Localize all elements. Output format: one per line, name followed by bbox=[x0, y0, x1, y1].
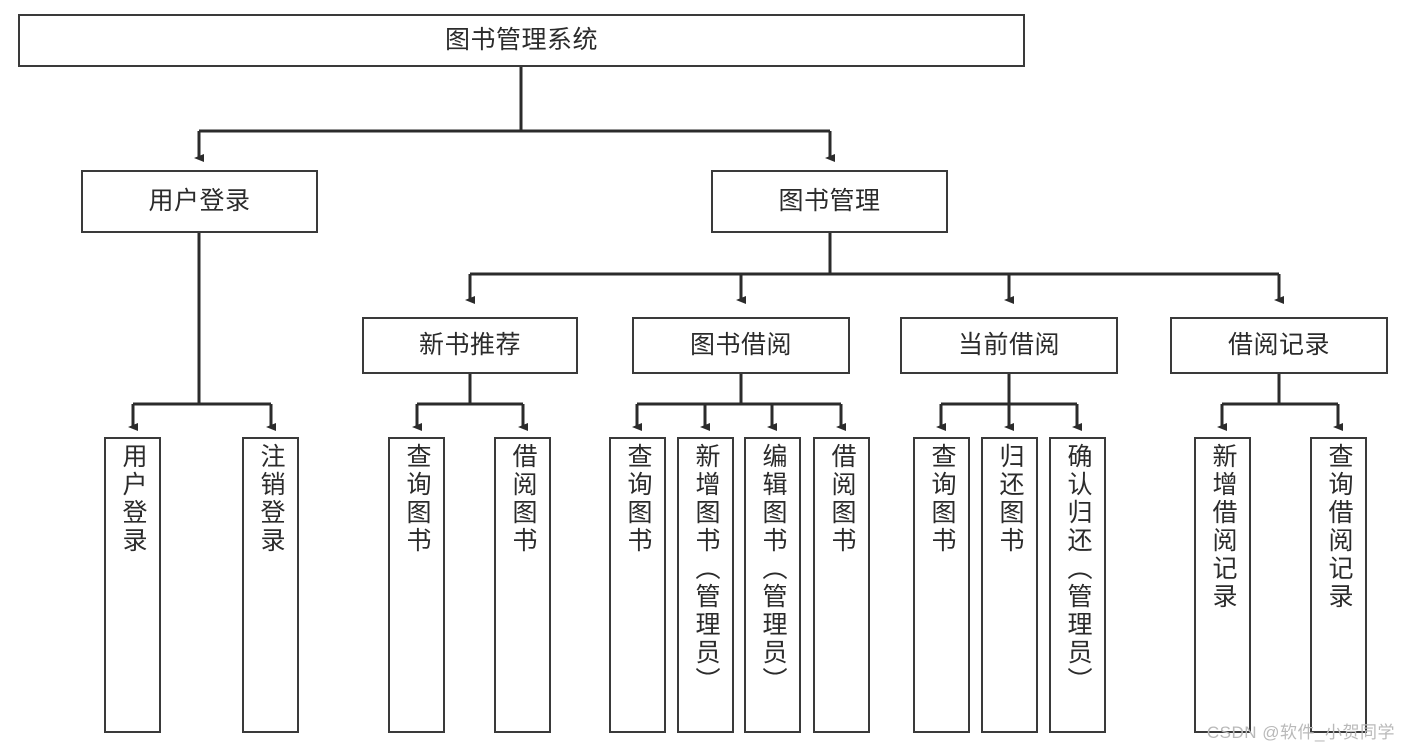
leaf-confirm-return-admin[interactable]: 确认归还（管理员） bbox=[1049, 437, 1106, 733]
leaf-return-book-label: 归还图书 bbox=[996, 443, 1024, 555]
node-root-label: 图书管理系统 bbox=[444, 25, 598, 54]
node-new-book-recommend-label: 新书推荐 bbox=[418, 330, 521, 359]
node-new-book-recommend[interactable]: 新书推荐 bbox=[362, 317, 578, 374]
leaf-add-book-admin-label: 新增图书（管理员） bbox=[692, 443, 720, 695]
leaf-query-book-borrow[interactable]: 查询图书 bbox=[609, 437, 666, 733]
leaf-edit-book-admin[interactable]: 编辑图书（管理员） bbox=[744, 437, 801, 733]
leaf-query-borrow-record-label: 查询借阅记录 bbox=[1325, 443, 1353, 611]
leaf-query-book-current[interactable]: 查询图书 bbox=[913, 437, 970, 733]
node-current-borrow[interactable]: 当前借阅 bbox=[900, 317, 1118, 374]
node-root[interactable]: 图书管理系统 bbox=[18, 14, 1025, 67]
leaf-borrow-book[interactable]: 借阅图书 bbox=[813, 437, 870, 733]
leaf-query-book-borrow-label: 查询图书 bbox=[624, 443, 652, 555]
leaf-borrow-book-label: 借阅图书 bbox=[828, 443, 856, 555]
leaf-confirm-return-admin-label: 确认归还（管理员） bbox=[1064, 443, 1092, 695]
leaf-edit-book-admin-label: 编辑图书（管理员） bbox=[759, 443, 787, 695]
leaf-add-book-admin[interactable]: 新增图书（管理员） bbox=[677, 437, 734, 733]
node-borrow-record[interactable]: 借阅记录 bbox=[1170, 317, 1388, 374]
leaf-query-book-recommend[interactable]: 查询图书 bbox=[388, 437, 445, 733]
leaf-borrow-book-recommend[interactable]: 借阅图书 bbox=[494, 437, 551, 733]
leaf-return-book[interactable]: 归还图书 bbox=[981, 437, 1038, 733]
node-borrow-record-label: 借阅记录 bbox=[1227, 330, 1330, 359]
leaf-user-login[interactable]: 用户登录 bbox=[104, 437, 161, 733]
leaf-add-borrow-record[interactable]: 新增借阅记录 bbox=[1194, 437, 1251, 733]
leaf-user-login-label: 用户登录 bbox=[119, 443, 147, 555]
node-book-management-label: 图书管理 bbox=[778, 186, 881, 215]
node-book-management[interactable]: 图书管理 bbox=[711, 170, 948, 233]
leaf-borrow-book-recommend-label: 借阅图书 bbox=[509, 443, 537, 555]
node-user-login[interactable]: 用户登录 bbox=[81, 170, 318, 233]
leaf-query-borrow-record[interactable]: 查询借阅记录 bbox=[1310, 437, 1367, 733]
leaf-query-book-recommend-label: 查询图书 bbox=[403, 443, 431, 555]
node-book-borrow-label: 图书借阅 bbox=[689, 330, 792, 359]
leaf-add-borrow-record-label: 新增借阅记录 bbox=[1209, 443, 1237, 611]
node-current-borrow-label: 当前借阅 bbox=[957, 330, 1060, 359]
leaf-query-book-current-label: 查询图书 bbox=[928, 443, 956, 555]
leaf-logout-label: 注销登录 bbox=[257, 443, 285, 555]
node-book-borrow[interactable]: 图书借阅 bbox=[632, 317, 850, 374]
csdn-watermark: CSDN @软件_小贺同学 bbox=[1206, 723, 1395, 742]
leaf-logout[interactable]: 注销登录 bbox=[242, 437, 299, 733]
node-user-login-label: 用户登录 bbox=[148, 186, 251, 215]
